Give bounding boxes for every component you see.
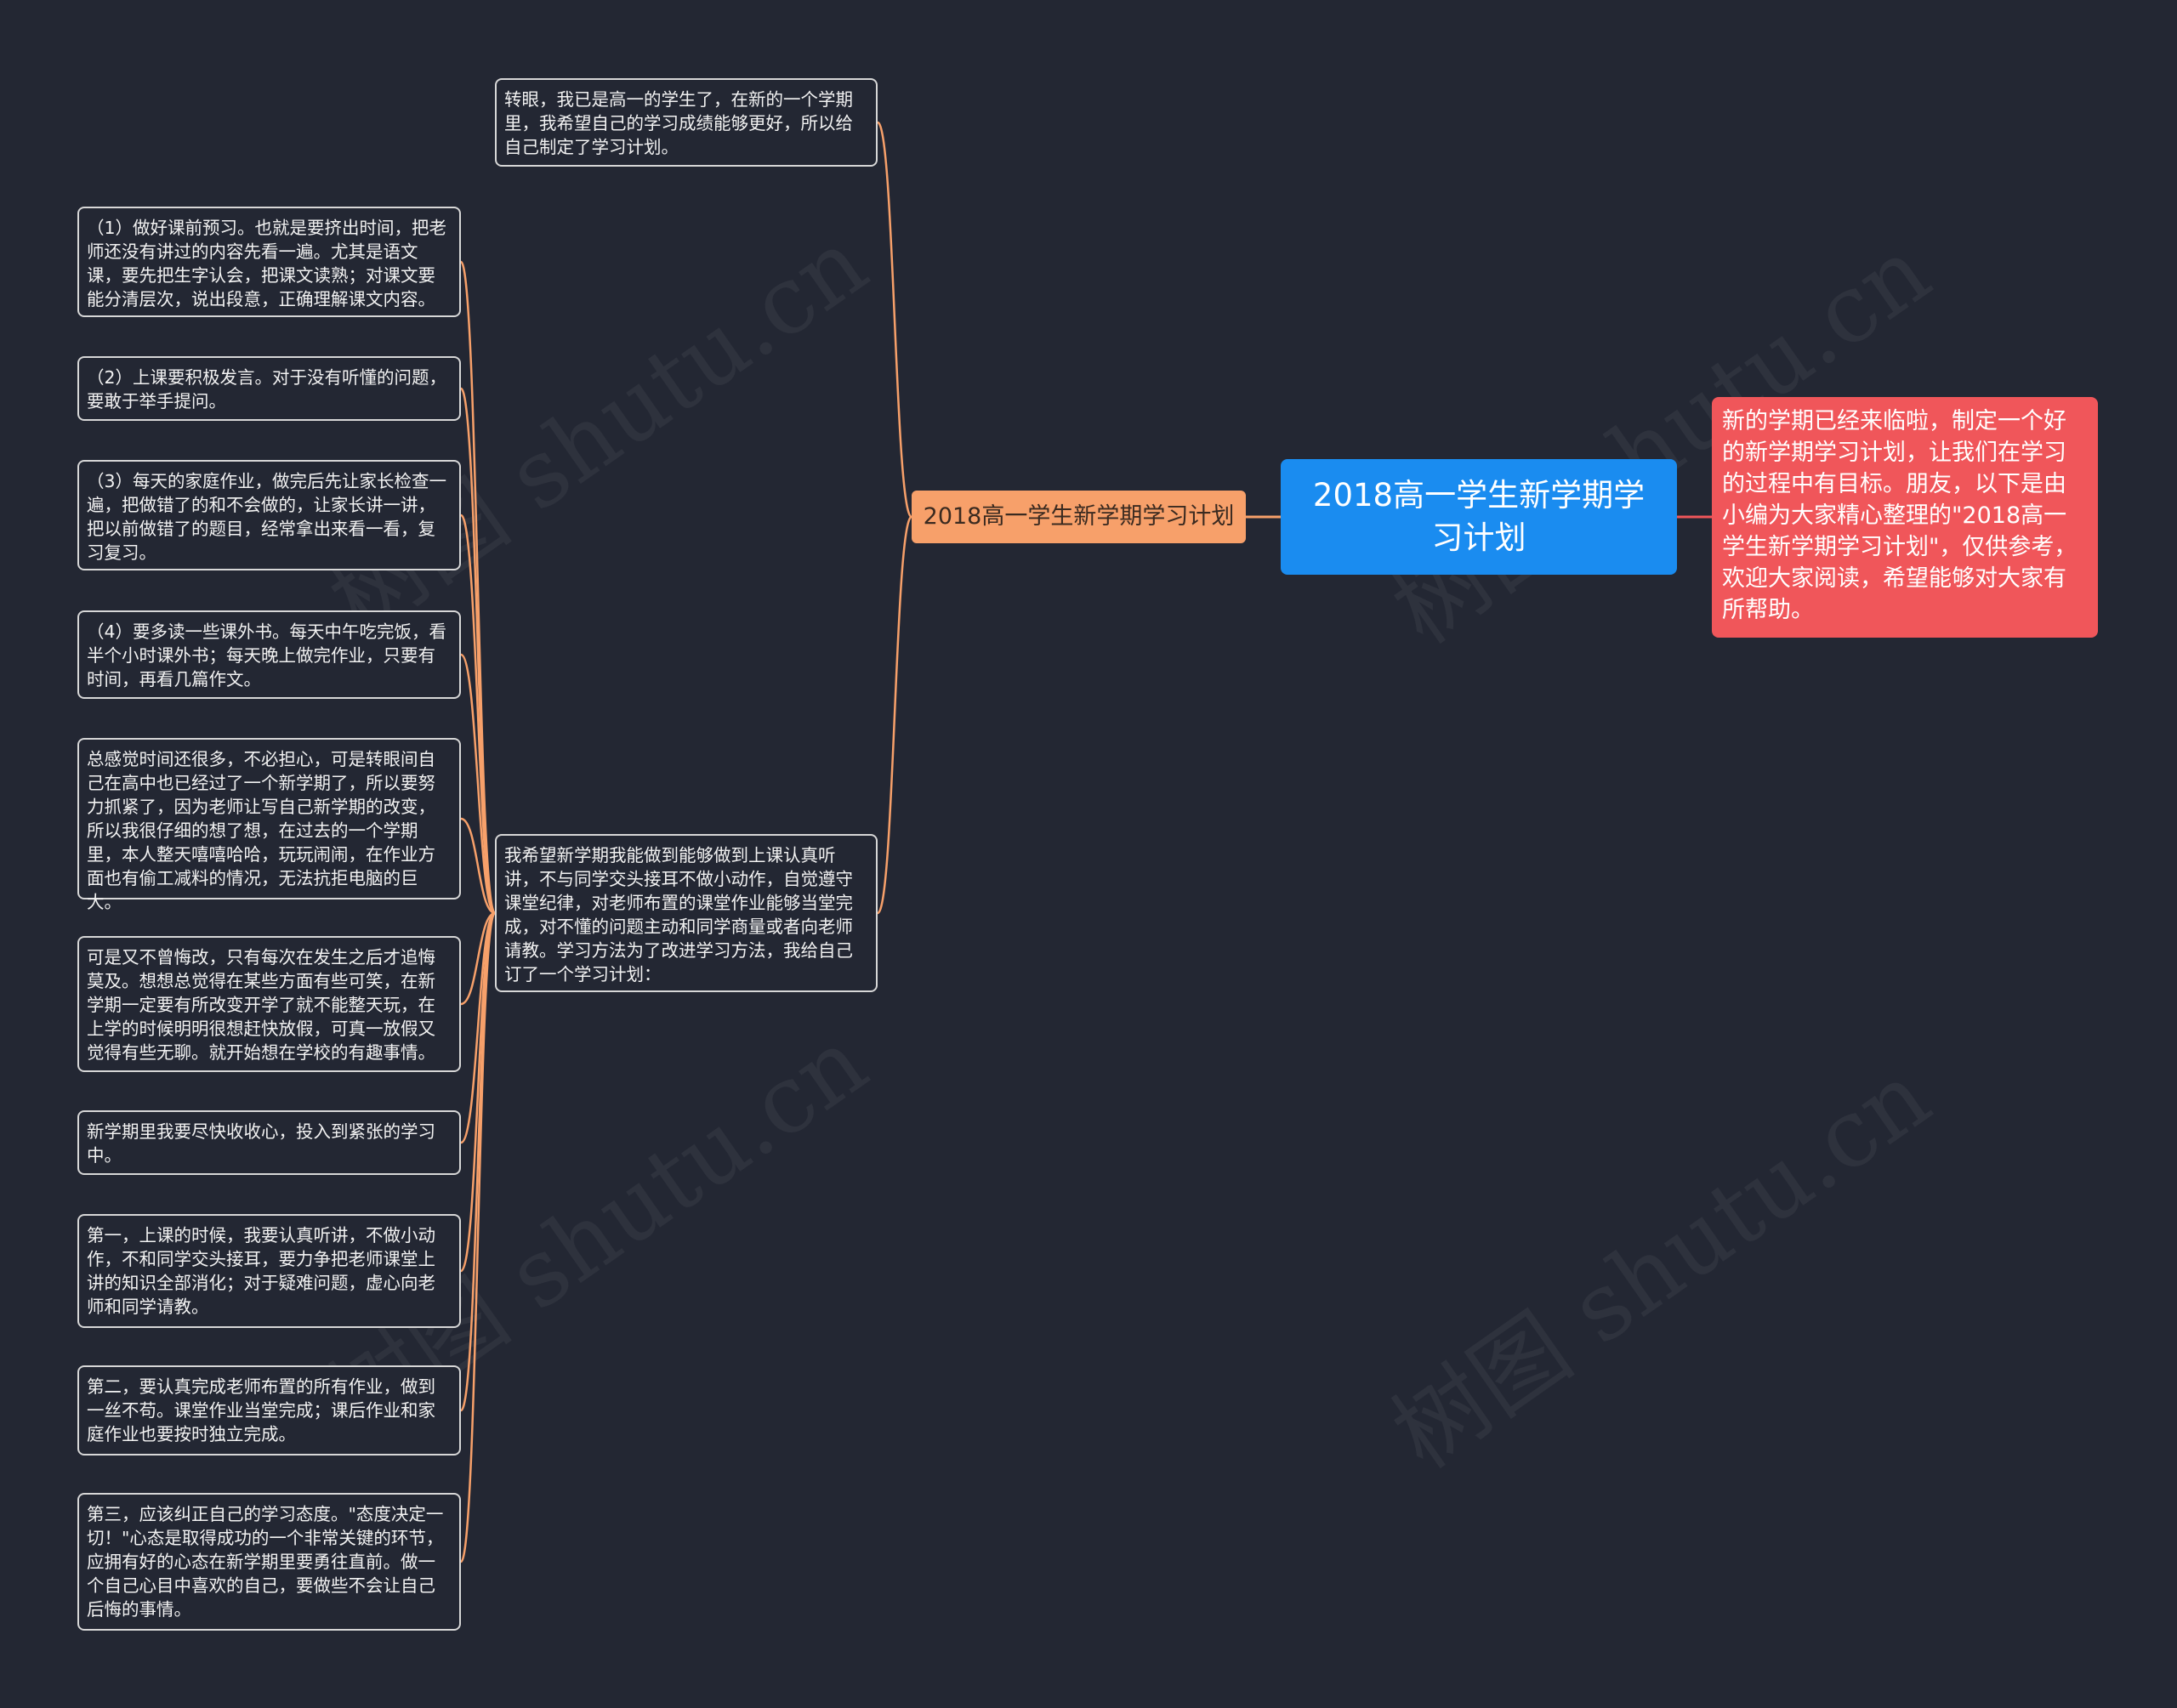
- summary-node[interactable]: 新的学期已经来临啦，制定一个好的新学期学习计划，让我们在学习的过程中有目标。朋友…: [1712, 397, 2098, 638]
- leaf-node[interactable]: 总感觉时间还很多，不必担心，可是转眼间自己在高中也已经过了一个新学期了，所以要努…: [77, 738, 461, 912]
- leaf-node-text: （2）上课要积极发言。对于没有听懂的问题，要敢于举手提问。: [87, 367, 447, 411]
- leaf-node-text: （4）要多读一些课外书。每天中午吃完饭，看半个小时课外书；每天晚上做完作业，只要…: [87, 621, 447, 689]
- mid-node-text: 转眼，我已是高一的学生了，在新的一个学期里，我希望自己的学习成绩能够更好，所以给…: [504, 89, 853, 157]
- root-label: 2018高一学生新学期学习计划: [1312, 477, 1646, 556]
- leaf-node-text: 新学期里我要尽快收收心，投入到紧张的学习中。: [87, 1121, 435, 1166]
- summary-text: 新的学期已经来临啦，制定一个好的新学期学习计划，让我们在学习的过程中有目标。朋友…: [1722, 408, 2078, 623]
- plan-to-leaf-link: [460, 911, 496, 1006]
- leaf-node[interactable]: （4）要多读一些课外书。每天中午吃完饭，看半个小时课外书；每天晚上做完作业，只要…: [77, 610, 461, 699]
- leaf-node[interactable]: 新学期里我要尽快收收心，投入到紧张的学习中。: [77, 1110, 461, 1175]
- leaf-node[interactable]: 第一，上课的时候，我要认真听讲，不做小动作，不和同学交头接耳，要力争把老师课堂上…: [77, 1214, 461, 1328]
- leaf-node[interactable]: 第二，要认真完成老师布置的所有作业，做到一丝不苟。课堂作业当堂完成；课后作业和家…: [77, 1365, 461, 1455]
- leaf-node[interactable]: （1）做好课前预习。也就是要挤出时间，把老师还没有讲过的内容先看一遍。尤其是语文…: [77, 207, 461, 317]
- leaf-node-text: 总感觉时间还很多，不必担心，可是转眼间自己在高中也已经过了一个新学期了，所以要努…: [87, 749, 435, 912]
- branch-to-intro-link: [876, 121, 913, 519]
- leaf-node-text: （3）每天的家庭作业，做完后先让家长检查一遍，把做错了的和不会做的，让家长讲一讲…: [87, 471, 447, 563]
- mid-node-intro[interactable]: 转眼，我已是高一的学生了，在新的一个学期里，我希望自己的学习成绩能够更好，所以给…: [495, 78, 878, 167]
- leaf-node-text: 第三，应该纠正自己的学习态度。"态度决定一切！"心态是取得成功的一个非常关键的环…: [87, 1504, 444, 1620]
- plan-to-leaf-link: [459, 911, 497, 1144]
- mid-node-text: 我希望新学期我能做到能够做到上课认真听讲，不与同学交头接耳不做小动作，自觉遵守课…: [504, 845, 853, 985]
- leaf-node-text: 第一，上课的时候，我要认真听讲，不做小动作，不和同学交头接耳，要力争把老师课堂上…: [87, 1225, 435, 1317]
- leaf-node-text: 第二，要认真完成老师布置的所有作业，做到一丝不苟。课堂作业当堂完成；课后作业和家…: [87, 1376, 435, 1444]
- leaf-node[interactable]: （2）上课要积极发言。对于没有听懂的问题，要敢于举手提问。: [77, 356, 461, 421]
- leaf-node-text: （1）做好课前预习。也就是要挤出时间，把老师还没有讲过的内容先看一遍。尤其是语文…: [87, 218, 447, 309]
- branch-node[interactable]: 2018高一学生新学期学习计划: [912, 491, 1246, 543]
- root-node[interactable]: 2018高一学生新学期学习计划: [1281, 459, 1677, 575]
- leaf-node-text: 可是又不曾悔改，只有每次在发生之后才追悔莫及。想想总觉得在某些方面有些可笑，在新…: [87, 947, 435, 1063]
- branch-to-plan-link: [876, 515, 913, 915]
- leaf-node[interactable]: 第三，应该纠正自己的学习态度。"态度决定一切！"心态是取得成功的一个非常关键的环…: [77, 1493, 461, 1631]
- leaf-node[interactable]: （3）每天的家庭作业，做完后先让家长检查一遍，把做错了的和不会做的，让家长讲一讲…: [77, 460, 461, 570]
- watermark: 树图 shutu.cn: [1373, 1041, 1949, 1490]
- plan-to-leaf-link: [459, 653, 497, 915]
- leaf-node[interactable]: 可是又不曾悔改，只有每次在发生之后才追悔莫及。想想总觉得在某些方面有些可笑，在新…: [77, 936, 461, 1072]
- branch-label: 2018高一学生新学期学习计划: [923, 503, 1235, 530]
- mid-node-plan[interactable]: 我希望新学期我能做到能够做到上课认真听讲，不与同学交头接耳不做小动作，自觉遵守课…: [495, 834, 878, 992]
- plan-to-leaf-link: [460, 817, 496, 915]
